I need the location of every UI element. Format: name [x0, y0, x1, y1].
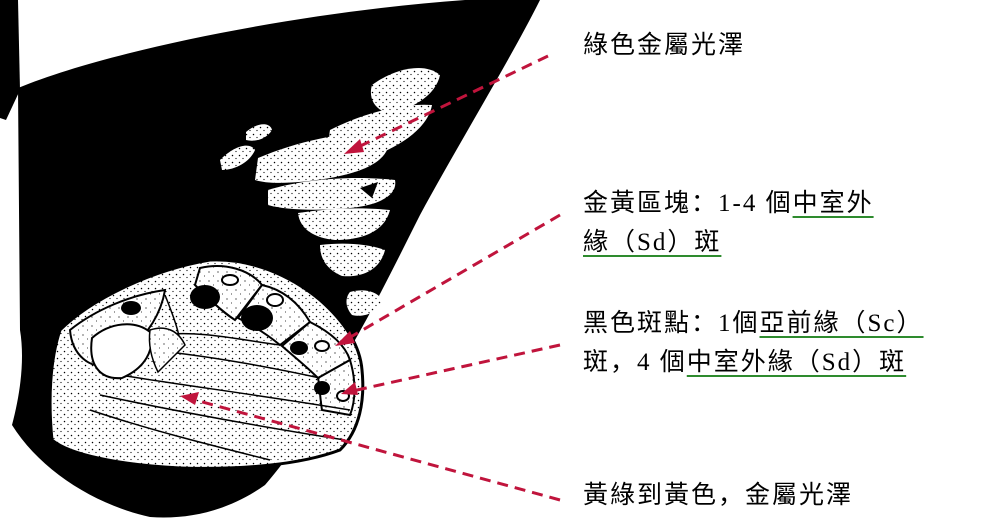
label-green-metallic: 綠色金屬光澤: [583, 32, 746, 59]
forewing-notch: [360, 182, 378, 198]
arrow-yellow-green: [187, 396, 561, 502]
annotation-arrows: [187, 54, 561, 502]
black-spot-sd-3: [290, 341, 308, 355]
forewing-cell-6: [320, 243, 385, 277]
discal-cell: [90, 323, 153, 380]
forewing-cell-5: [298, 208, 390, 240]
label-yellow-green: 黃綠到黃色，金屬光澤: [583, 482, 854, 509]
label-gold-block-line1: 金黃區塊：1-4 個中室外: [583, 186, 874, 222]
hindwing-cell-right: [148, 327, 186, 374]
arrowhead-1: [344, 139, 364, 154]
forewing-speck-1: [220, 145, 255, 170]
gold-block-term-1: 中室外: [792, 190, 874, 217]
arrowhead-4: [180, 392, 199, 405]
gold-block-term-2: 緣（Sd）斑: [583, 229, 722, 256]
small-spot-1: [221, 274, 239, 286]
label-black-spots-line2: 斑，4 個中室外緣（Sd）斑: [583, 345, 906, 381]
forewing-cell-7: [346, 290, 382, 316]
wing-root: [0, 0, 20, 120]
small-spot-2: [266, 293, 284, 307]
black-spot-sd-1: [190, 285, 220, 309]
black-spot-sd-2: [241, 305, 273, 331]
black-spots-term-2: 中室外緣（Sd）斑: [686, 349, 907, 376]
gold-block-prefix: 金黃區塊：1-4 個: [583, 190, 793, 217]
arrow-green-metallic: [351, 54, 549, 152]
arrowhead-2: [335, 331, 355, 346]
label-black-spots-line1: 黑色斑點：1個亞前緣（Sc）: [583, 306, 924, 342]
black-spot-sc: [121, 301, 141, 315]
forewing-cell-4: [268, 178, 396, 210]
arrowhead-3: [341, 382, 358, 395]
label-gold-block-line2: 緣（Sd）斑: [583, 225, 721, 261]
arrow-gold-block: [341, 213, 561, 344]
forewing-cell-1: [370, 67, 440, 113]
black-spots-term-1: 亞前緣（Sc）: [759, 310, 924, 337]
black-spots-prefix: 黑色斑點：1個: [583, 310, 760, 337]
small-spot-3: [314, 340, 330, 352]
black-spots-line2-prefix: 斑，4 個: [583, 349, 687, 376]
arrow-heads: [180, 139, 364, 405]
arrow-black-spots: [347, 343, 561, 394]
forewing-speck-2: [246, 124, 272, 141]
black-spot-sd-4: [314, 381, 330, 395]
